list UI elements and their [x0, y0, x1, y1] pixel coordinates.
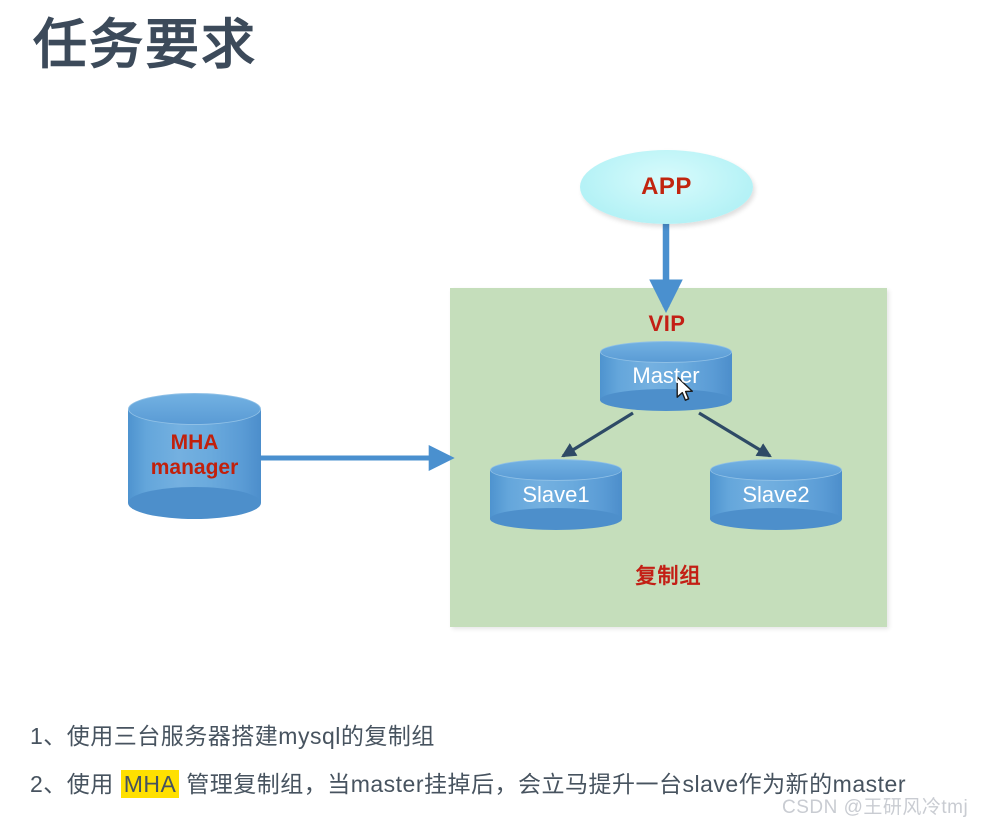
- slave2-top-ellipse: [710, 459, 842, 481]
- bullet-2-highlight-mha: MHA: [120, 770, 180, 798]
- master-top-ellipse: [600, 341, 732, 363]
- master-database-node[interactable]: Master: [600, 341, 735, 416]
- app-node-label: APP: [641, 173, 692, 200]
- list-item: 2、使用 MHA 管理复制组，当master挂掉后，会立马提升一台slave作为…: [30, 760, 976, 808]
- requirements-list: 1、使用三台服务器搭建mysql的复制组 2、使用 MHA 管理复制组，当mas…: [30, 712, 976, 808]
- slave1-node-label: Slave1: [522, 481, 590, 507]
- master-bottom-ellipse: [600, 389, 732, 411]
- bullet-2-number: 2、: [30, 771, 67, 797]
- mha-manager-node[interactable]: MHA manager: [128, 393, 264, 524]
- slave2-database-node[interactable]: Slave2: [710, 459, 845, 535]
- list-item: 1、使用三台服务器搭建mysql的复制组: [30, 712, 976, 760]
- bullet-2-text-post: 管理复制组，当master挂掉后，会立马提升一台slave作为新的master: [179, 771, 906, 797]
- slave2-bottom-ellipse: [710, 508, 842, 530]
- mouse-pointer-icon: [676, 376, 693, 401]
- slave2-node-label: Slave2: [742, 481, 810, 507]
- slave1-bottom-ellipse: [490, 508, 622, 530]
- mha-manager-label-line1: MHA: [170, 431, 219, 455]
- page-title: 任务要求: [33, 15, 257, 75]
- bullet-1-number: 1、: [30, 723, 67, 749]
- vip-label: VIP: [648, 311, 686, 336]
- slave1-database-node[interactable]: Slave1: [490, 459, 625, 535]
- bullet-2-text-pre: 使用: [66, 771, 121, 797]
- replication-group-label: 复制组: [635, 565, 702, 588]
- slave1-top-ellipse: [490, 459, 622, 481]
- mha-manager-bottom-ellipse: [128, 487, 261, 519]
- architecture-diagram: APP VIP Master Slave1 Slave2: [128, 150, 887, 627]
- app-node[interactable]: APP: [580, 150, 753, 224]
- bullet-1-text: 使用三台服务器搭建mysql的复制组: [66, 723, 435, 749]
- mha-manager-label-line2: manager: [150, 456, 239, 479]
- master-node-label: Master: [632, 363, 700, 389]
- mha-manager-label-group: MHA manager: [128, 393, 261, 519]
- mha-manager-top-ellipse: [128, 393, 261, 425]
